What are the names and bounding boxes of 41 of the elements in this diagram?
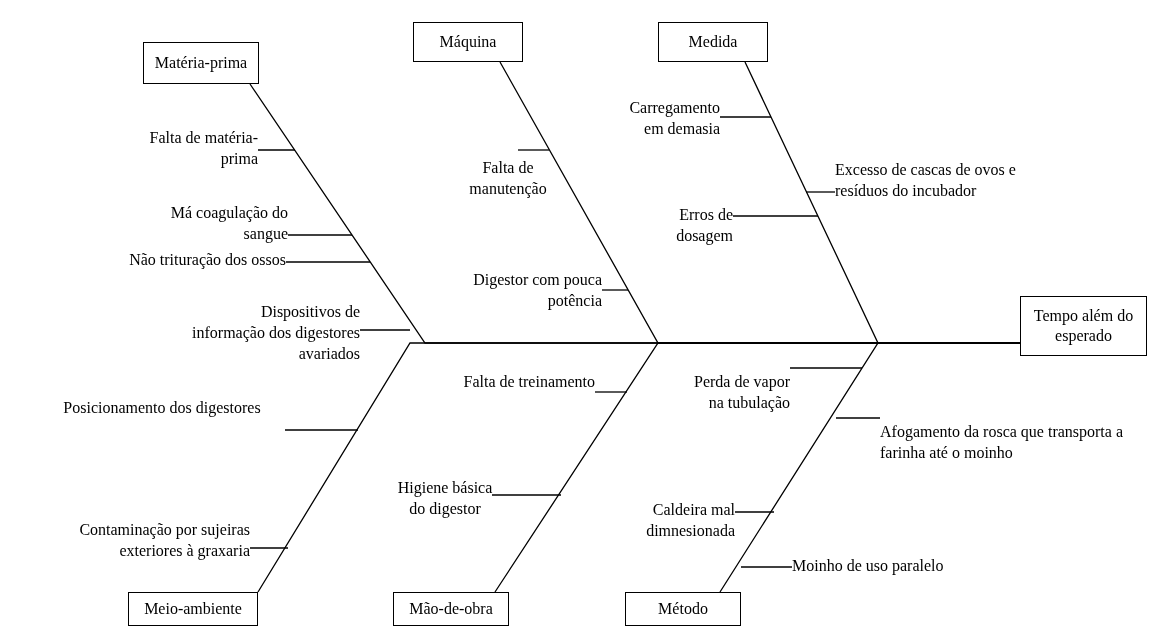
leader-line [257, 149, 296, 151]
cause-label: Caldeira mal dimnesionada [640, 500, 735, 542]
effect-box: Tempo além do esperado [1020, 296, 1147, 356]
leader-line [805, 191, 836, 193]
category-box: Medida [658, 22, 768, 62]
leader-line [740, 566, 793, 568]
leader-line [719, 116, 772, 118]
leader-line [732, 215, 819, 217]
category-box: Meio-ambiente [128, 592, 258, 626]
cause-label: Moinho de uso paralelo [792, 556, 962, 577]
cause-label: Má coagulação do sangue [164, 203, 288, 245]
cause-label: Não trituração dos ossos [40, 250, 286, 271]
cause-label: Perda de vapor na tubulação [690, 372, 790, 414]
cause-label: Erros de dosagem [655, 205, 733, 247]
leader-line [594, 391, 628, 393]
category-box: Matéria-prima [143, 42, 259, 84]
cause-label: Falta de treinamento [455, 372, 595, 393]
category-box: Máquina [413, 22, 523, 62]
cause-label: Dispositivos de informação dos digestores avariados [190, 302, 360, 365]
leader-line [789, 367, 863, 369]
leader-line [601, 289, 629, 291]
leader-line [284, 429, 359, 431]
leader-line [517, 149, 550, 151]
leader-line [359, 329, 411, 331]
leader-line [249, 547, 289, 549]
cause-label: Excesso de cascas de ovos e resíduos do incubador [835, 160, 1050, 202]
cause-label: Posicionamento dos digestores [12, 398, 312, 419]
leader-line [287, 234, 353, 236]
cause-label: Falta de manutenção [462, 158, 554, 200]
cause-label: Afogamento da rosca que transporta a farinha até o moinho [880, 422, 1162, 464]
leader-line [285, 261, 371, 263]
cause-label: Contaminação por sujeiras exteriores à graxaria [40, 520, 250, 562]
cause-label: Higiene básica do digestor [388, 478, 502, 520]
leader-line [734, 511, 775, 513]
category-box: Mão-de-obra [393, 592, 509, 626]
category-box: Método [625, 592, 741, 626]
leader-line [491, 494, 562, 496]
cause-label: Digestor com pouca potência [460, 270, 602, 312]
cause-label: Carregamento em demasia [615, 98, 720, 140]
leader-line [835, 417, 881, 419]
cause-label: Falta de matéria-prima [148, 128, 258, 170]
